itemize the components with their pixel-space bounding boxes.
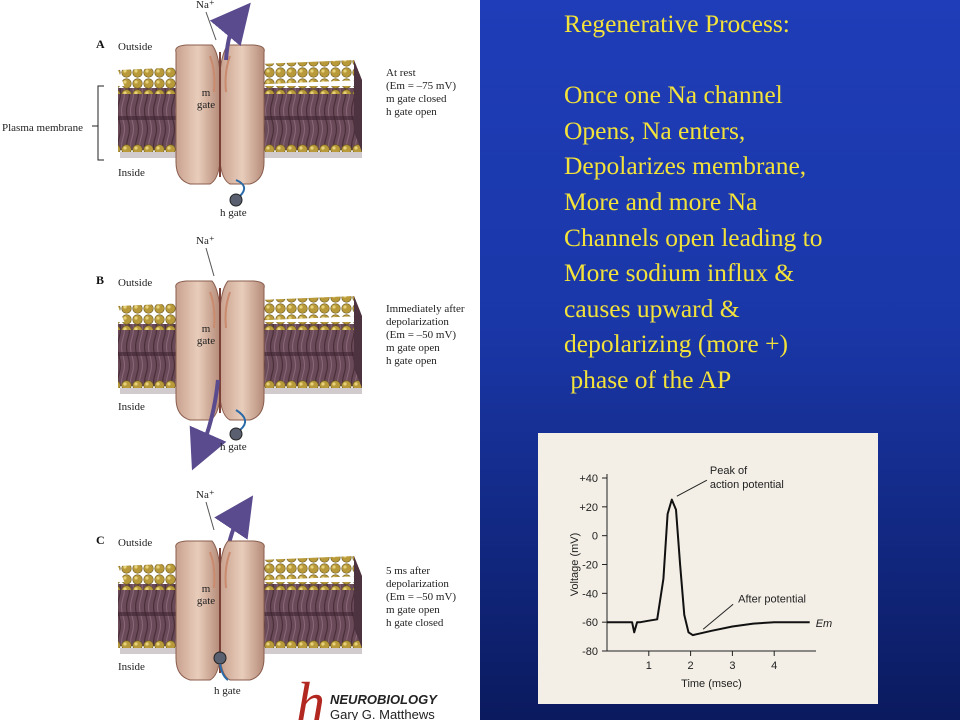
text-line: phase of the AP xyxy=(564,364,732,394)
panel-c-gate-label: gate xyxy=(197,595,215,607)
panel-b-na-arrow xyxy=(189,379,227,471)
sodium-channel-diagram: Plasma membrane A Outside Na⁺ m gate Ins… xyxy=(2,0,465,720)
plasma-membrane-label: Plasma membrane xyxy=(2,122,83,134)
y-tick-label: -40 xyxy=(582,588,598,600)
svg-text:h gate closed: h gate closed xyxy=(386,617,444,629)
panel-b-status: Immediately after depolarization (Em = –… xyxy=(386,303,465,367)
svg-text:m gate open: m gate open xyxy=(386,604,440,616)
text-line: Opens, Na enters, xyxy=(564,115,746,145)
panel-c-m-label: m xyxy=(202,583,211,595)
publisher-logo-glyph: h xyxy=(296,670,325,720)
panel-a-outside-label: Outside xyxy=(118,41,152,53)
text-line: Channels open leading to xyxy=(564,222,823,252)
panel-a-inside-label: Inside xyxy=(118,167,145,179)
panel-c: Na⁺ C Outside m gate Inside h gate 5 ms … xyxy=(96,489,456,697)
panel-a-na-label: Na⁺ xyxy=(196,0,215,11)
x-tick-label: 1 xyxy=(646,660,652,672)
panel-c-status: 5 ms after depolarization (Em = –50 mV) … xyxy=(386,565,456,629)
y-tick-label: +40 xyxy=(579,473,598,485)
panel-a-gate-label: gate xyxy=(197,99,215,111)
x-tick-label: 3 xyxy=(729,660,735,672)
panel-c-h-gate-ball xyxy=(213,651,227,665)
text-panel: Regenerative Process: Once one Na channe… xyxy=(480,0,960,720)
panel-c-inside-label: Inside xyxy=(118,661,145,673)
after-potential-pointer xyxy=(702,603,734,630)
panel-b-letter: B xyxy=(96,273,104,287)
svg-text:At rest: At rest xyxy=(386,67,416,79)
x-tick-label: 4 xyxy=(771,660,777,672)
svg-text:(Em = –75 mV): (Em = –75 mV) xyxy=(386,80,456,92)
peak-pointer xyxy=(676,479,708,497)
svg-text:h gate open: h gate open xyxy=(386,355,437,367)
y-tick-label: -80 xyxy=(582,646,598,658)
text-line: depolarizing (more +) xyxy=(564,329,788,359)
after-potential-annotation: After potential xyxy=(738,593,806,605)
panel-b-h-gate-ball xyxy=(229,427,243,441)
y-tick-label: 0 xyxy=(592,531,598,543)
publisher-title: NEUROBIOLOGY xyxy=(330,692,438,707)
x-axis-label: Time (msec) xyxy=(681,678,742,690)
y-tick-label: +20 xyxy=(579,502,598,514)
peak-annotation: Peak of xyxy=(710,465,748,477)
explanation-text: Regenerative Process: Once one Na channe… xyxy=(564,6,823,398)
y-tick-label: -20 xyxy=(582,560,598,572)
panel-a-h-gate-ball xyxy=(229,193,243,207)
panel-c-outside-label: Outside xyxy=(118,537,152,549)
peak-annotation: action potential xyxy=(710,479,784,491)
svg-text:depolarization: depolarization xyxy=(386,578,449,590)
svg-text:m gate closed: m gate closed xyxy=(386,93,447,105)
svg-text:depolarization: depolarization xyxy=(386,316,449,328)
svg-text:(Em = –50 mV): (Em = –50 mV) xyxy=(386,329,456,341)
panel-b-outside-label: Outside xyxy=(118,277,152,289)
text-line: Depolarizes membrane, xyxy=(564,151,807,181)
panel-c-h-gate-label: h gate xyxy=(214,685,241,697)
panel-a-h-gate-label: h gate xyxy=(220,207,247,219)
svg-text:(Em = –50 mV): (Em = –50 mV) xyxy=(386,591,456,603)
publisher-logo: h NEUROBIOLOGY Gary G. Matthews xyxy=(296,670,438,720)
panel-b-gate-label: gate xyxy=(197,335,215,347)
svg-text:Immediately after: Immediately after xyxy=(386,303,465,315)
text-line: More sodium influx & xyxy=(564,258,795,288)
y-tick-label: -60 xyxy=(582,617,598,629)
text-line: Once one Na channel xyxy=(564,80,783,110)
action-potential-line xyxy=(607,498,810,637)
panel-c-letter: C xyxy=(96,533,105,547)
svg-text:h gate open: h gate open xyxy=(386,106,437,118)
panel-a-m-label: m xyxy=(202,87,211,99)
panel-a: A Outside Na⁺ m gate Inside h gate At re… xyxy=(96,0,456,219)
panel-a-letter: A xyxy=(96,37,105,51)
panel-a-na-arrow xyxy=(209,2,251,61)
section-title: Regenerative Process: xyxy=(564,9,790,38)
panel-b-na-label: Na⁺ xyxy=(196,235,215,247)
panel-b: Na⁺ B Outside m gate Inside h gate Immed… xyxy=(96,235,465,471)
x-tick-label: 2 xyxy=(688,660,694,672)
panel-b-m-label: m xyxy=(202,323,211,335)
panel-b-h-gate-label: h gate xyxy=(220,441,247,453)
panel-b-inside-label: Inside xyxy=(118,401,145,413)
text-line: causes upward & xyxy=(564,293,740,323)
text-line: More and more Na xyxy=(564,186,758,216)
publisher-author: Gary G. Matthews xyxy=(330,707,435,720)
y-axis-label: Voltage (mV) xyxy=(569,533,581,597)
svg-text:m gate open: m gate open xyxy=(386,342,440,354)
panel-a-status: At rest (Em = –75 mV) m gate closed h ga… xyxy=(386,67,456,118)
em-annotation: Em xyxy=(816,618,833,630)
svg-text:5 ms after: 5 ms after xyxy=(386,565,430,577)
channel-diagram-panel: Plasma membrane A Outside Na⁺ m gate Ins… xyxy=(2,0,465,720)
panel-c-na-label: Na⁺ xyxy=(196,489,215,501)
action-potential-chart xyxy=(538,433,878,704)
